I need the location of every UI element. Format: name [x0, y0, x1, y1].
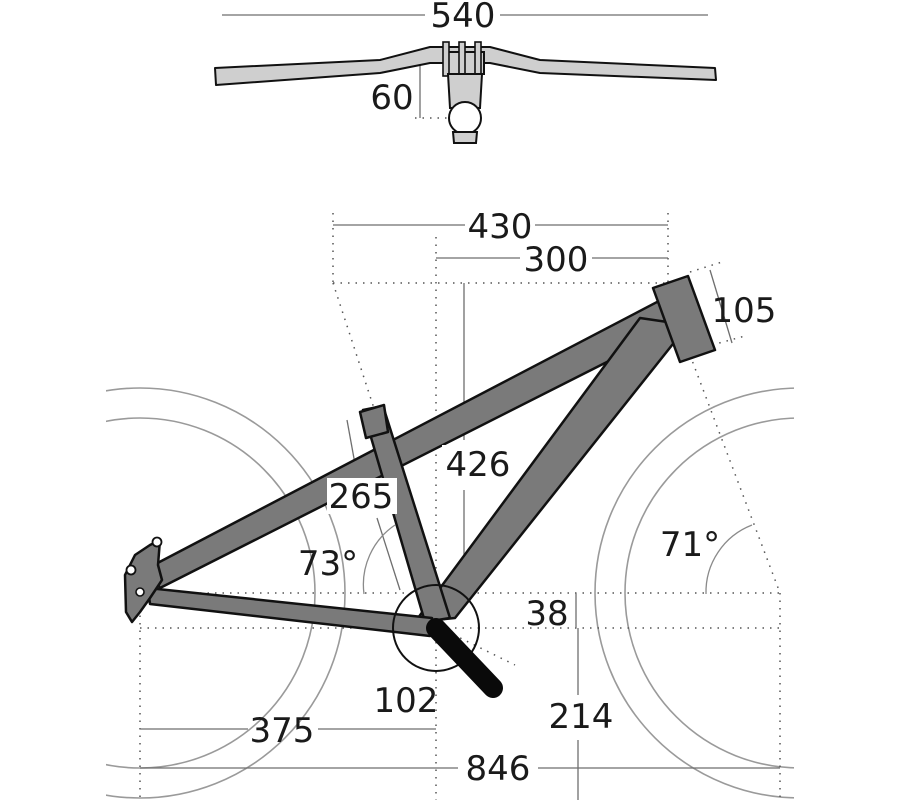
- label-bb-drop: 38: [525, 594, 568, 634]
- left-mask: [0, 0, 106, 800]
- dimension-lines: [140, 14, 780, 800]
- steerer: [448, 101, 482, 135]
- chainring: [392, 584, 480, 672]
- label-head-tube-length: 105: [712, 291, 777, 331]
- frame: [123, 274, 717, 638]
- label-bb-height: 214: [549, 697, 614, 737]
- seat-collar: [358, 403, 390, 440]
- label-stem-length: 60: [370, 78, 413, 118]
- cockpit: [214, 41, 717, 144]
- stem-bolt-cap: [451, 131, 479, 144]
- crank-arm: [426, 618, 503, 698]
- label-head-angle: 71°: [660, 525, 720, 565]
- label-reach: 300: [524, 240, 589, 280]
- label-crank-length: 102: [374, 681, 439, 721]
- handlebar: [214, 46, 717, 86]
- head-angle-arc: [705, 524, 753, 595]
- label-seat-tube-length: 265: [329, 477, 394, 517]
- label-handlebar-width: 540: [431, 0, 496, 36]
- rear-dropout: [123, 538, 164, 624]
- label-wheelbase: 846: [466, 749, 531, 789]
- label-stack: 426: [446, 445, 511, 485]
- dimension-labels: 540 60 430 300 105 426 265 73° 71° 38 10…: [250, 0, 777, 789]
- label-seat-angle: 73°: [298, 544, 358, 584]
- label-reach-total: 430: [468, 207, 533, 247]
- head-tube: [651, 274, 717, 364]
- chain-stay: [146, 586, 434, 638]
- crankset: [392, 584, 503, 698]
- seat-angle-arc: [362, 524, 396, 595]
- right-mask: [794, 380, 900, 800]
- stem: [446, 73, 484, 109]
- label-chainstay: 375: [250, 711, 315, 751]
